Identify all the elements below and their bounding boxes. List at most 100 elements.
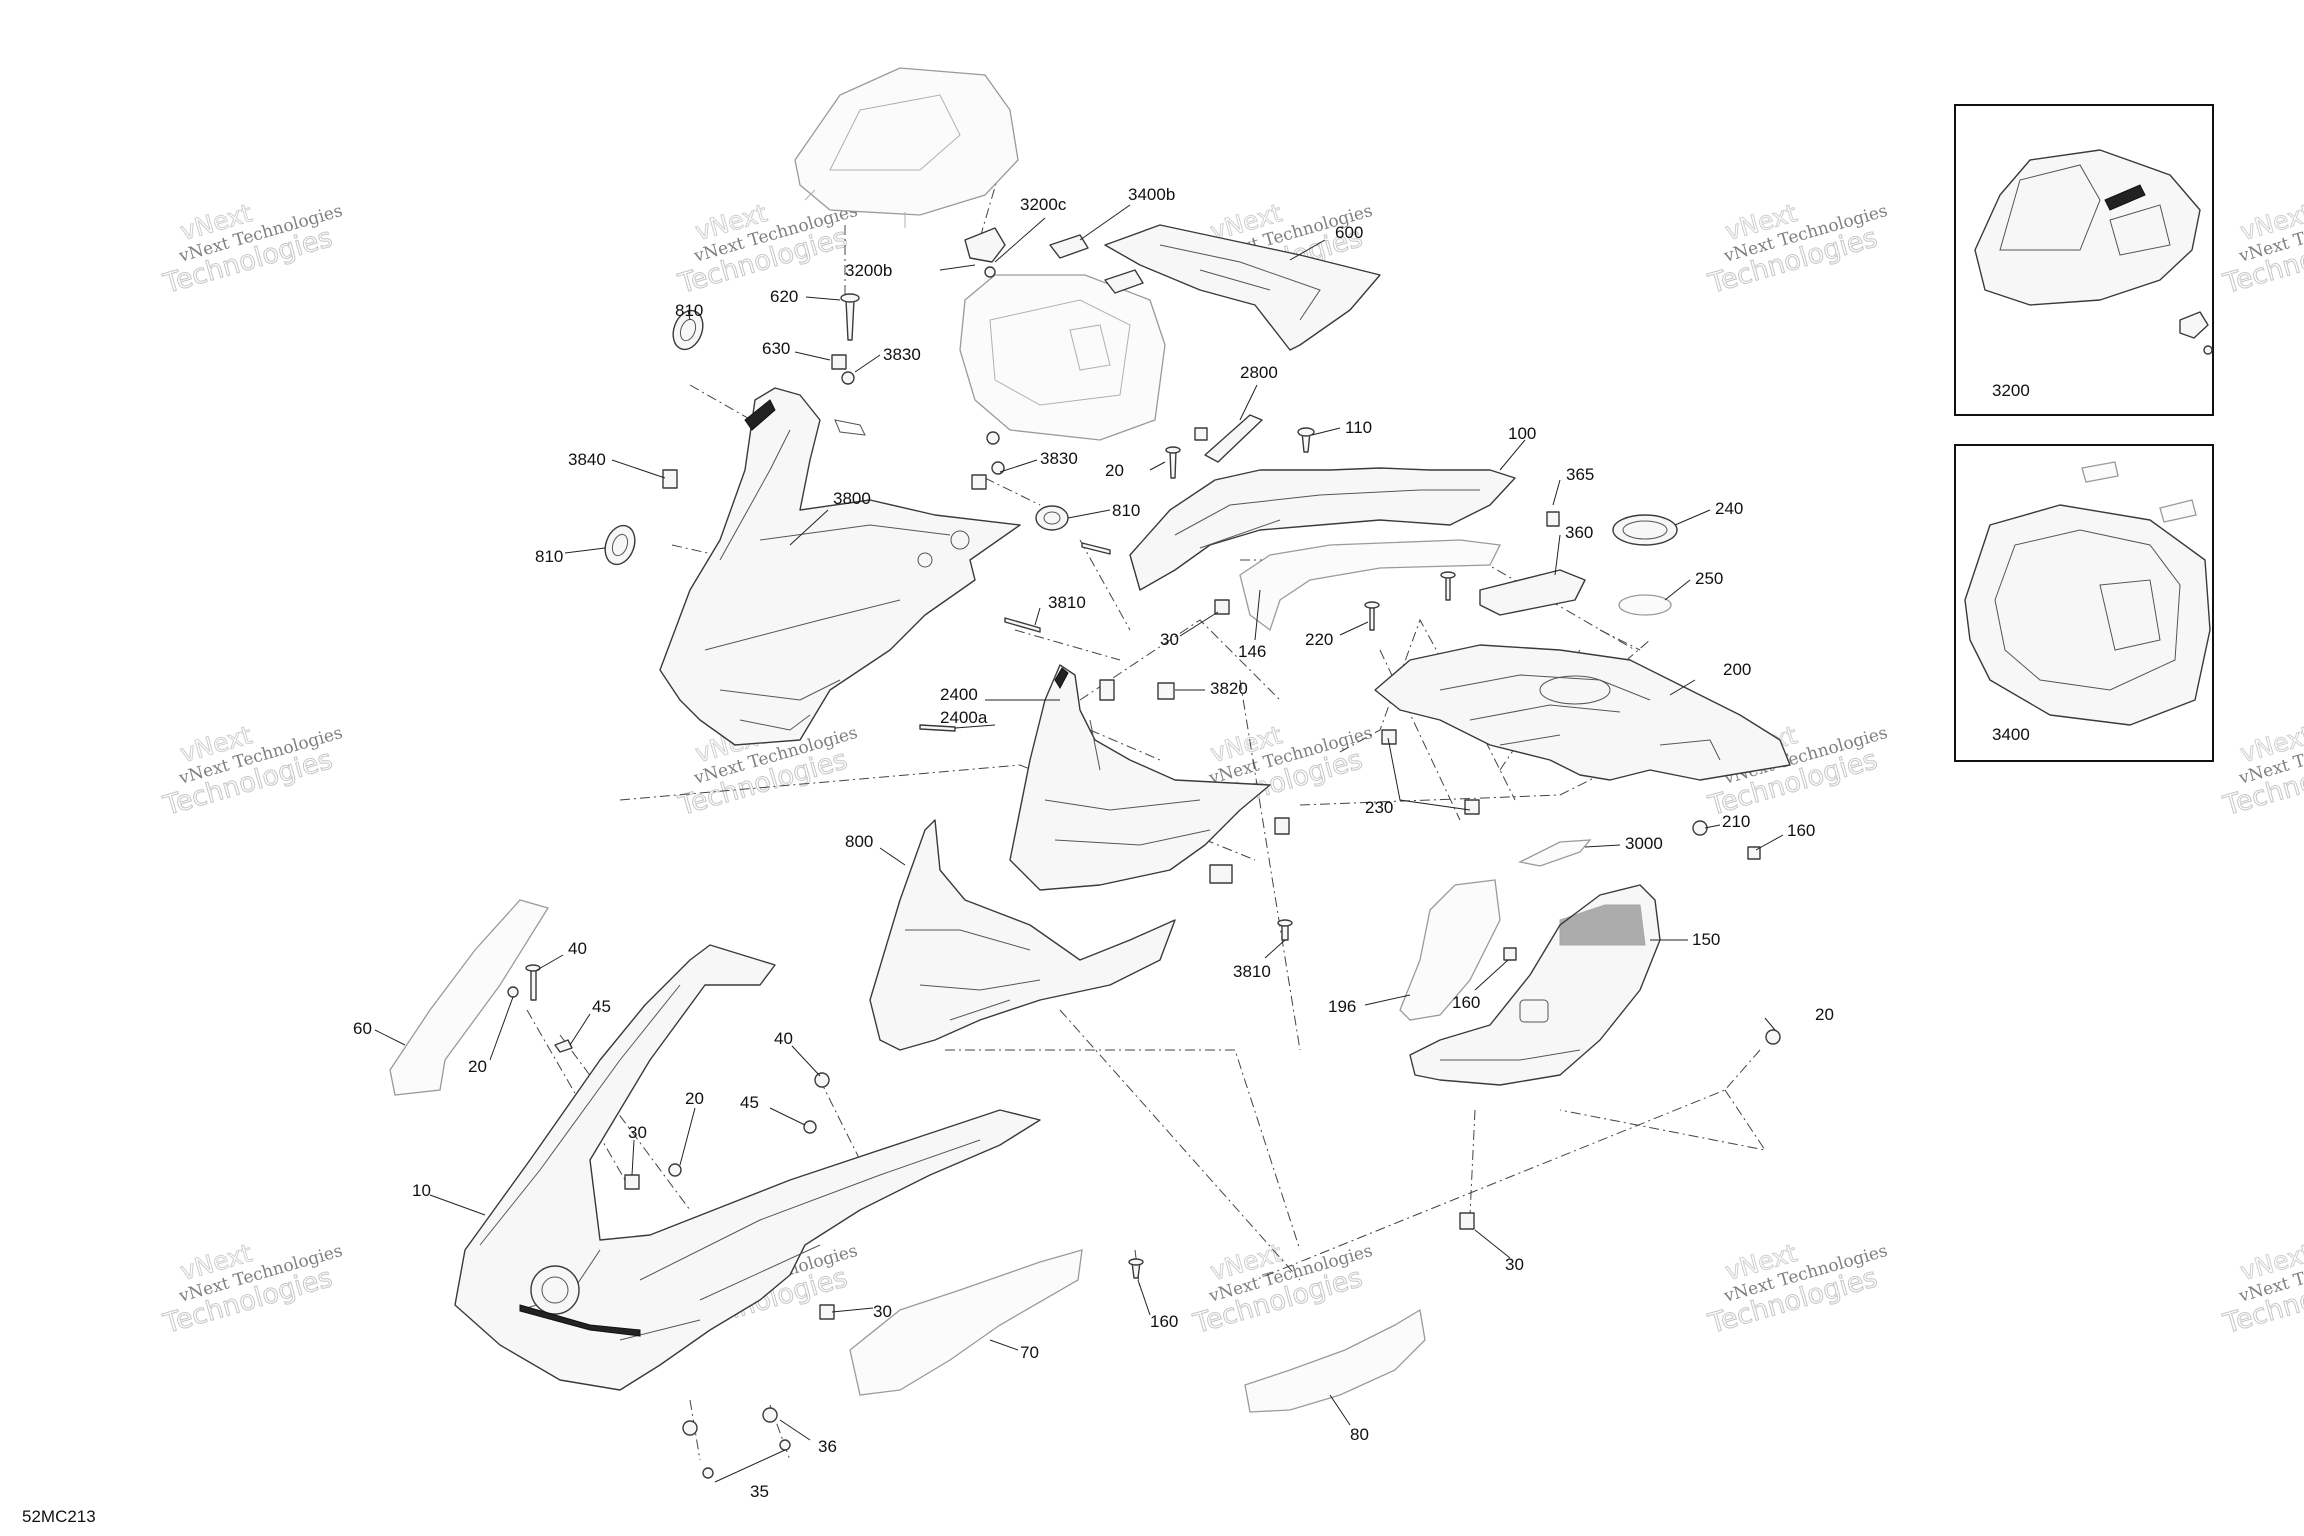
leader: [1664, 579, 1691, 601]
screw-220: [1369, 604, 1375, 631]
leader: [1239, 384, 1258, 421]
washer-45: [803, 1120, 817, 1134]
inset-pad: [2081, 461, 2119, 483]
leader: [1079, 204, 1131, 241]
leader: [1554, 534, 1561, 576]
inset-label-3400: 3400: [1992, 725, 2030, 744]
pad: [1104, 269, 1144, 294]
leader: [805, 296, 841, 301]
clip-3820: [1099, 679, 1115, 701]
nose-outline: [869, 819, 1176, 1051]
leader: [1474, 959, 1509, 991]
clip-3820b: [1157, 682, 1175, 700]
leader: [779, 1419, 811, 1441]
grommet: [672, 309, 704, 351]
callout-196: 196: [1328, 997, 1356, 1016]
rivet-3840: [662, 469, 678, 489]
assembly-line: [526, 1009, 626, 1181]
assembly-line: [1469, 1109, 1476, 1216]
assembly-line: [984, 477, 1041, 506]
nut-210: [1692, 820, 1708, 836]
pads-3400b: [1049, 234, 1144, 294]
clip-30b: [624, 1174, 640, 1190]
callout-10: 10: [412, 1181, 431, 1200]
screw-head: [840, 293, 860, 303]
part-250-gasket: [1618, 594, 1672, 616]
leader: [1764, 1017, 1776, 1031]
leader: [831, 1307, 874, 1313]
nut-35: [779, 1439, 791, 1451]
nut-20: [507, 986, 519, 998]
screw-40: [530, 967, 537, 1001]
inset-pad: [2159, 499, 2197, 523]
clip-3830: [971, 474, 987, 490]
callout-40: 40: [774, 1029, 793, 1048]
leader: [1387, 737, 1471, 811]
callout-810: 810: [1112, 501, 1140, 520]
callout-36: 36: [818, 1437, 837, 1456]
assembly-line: [1559, 1089, 1767, 1151]
callout-2400: 2400: [940, 685, 978, 704]
screw-360: [1445, 574, 1451, 601]
leader-lines: [374, 204, 1784, 1483]
housing-dark-edge: [1054, 667, 1069, 689]
leader: [714, 1449, 786, 1483]
callout-40: 40: [568, 939, 587, 958]
panel-outline: [1104, 224, 1381, 351]
trim: [1399, 879, 1501, 1021]
assembly-line: [1089, 729, 1161, 761]
screw-2400a: [919, 724, 956, 732]
callout-250: 250: [1695, 569, 1723, 588]
callout-2400a: 2400a: [940, 708, 988, 727]
leader: [1364, 994, 1411, 1006]
leader: [1254, 589, 1261, 641]
inset-cover: [1974, 149, 2201, 306]
housing-lines: [1044, 719, 1211, 846]
pad: [389, 899, 550, 1096]
callout-160: 160: [1787, 821, 1815, 840]
part-3200-cover-ghost: [794, 67, 1019, 228]
cowl-outline: [1129, 467, 1516, 591]
cowl-lines: [1174, 489, 1480, 549]
part-60-pad: [389, 899, 550, 1096]
leader: [939, 264, 976, 271]
leader: [879, 847, 906, 866]
clip-2400: [1274, 817, 1290, 835]
callout-3810: 3810: [1048, 593, 1086, 612]
clip-3200b: [964, 227, 1006, 278]
ring-inner: [1622, 520, 1668, 540]
frame-lines: [704, 429, 951, 701]
leader: [1755, 834, 1784, 851]
callout-100: 100: [1508, 424, 1536, 443]
inset-cover-stripe: [2104, 184, 2146, 211]
callout-80: 80: [1350, 1425, 1369, 1444]
callout-160: 160: [1150, 1312, 1178, 1331]
inset-3400-box: 3400: [1954, 444, 2214, 762]
part-196-trim: [1399, 879, 1501, 1021]
part-80-pad: [1244, 1308, 1426, 1413]
leader: [789, 509, 829, 546]
clip-30d: [1459, 1212, 1475, 1230]
leader: [1669, 679, 1696, 696]
bin-inner: [989, 299, 1131, 406]
callout-3830: 3830: [883, 345, 921, 364]
callout-20: 20: [685, 1089, 704, 1108]
assembly-line: [819, 1079, 881, 1201]
clip-body: [964, 227, 1006, 263]
assembly-line: [1339, 618, 1516, 801]
cover-outline: [794, 67, 1019, 216]
callout-360: 360: [1565, 523, 1593, 542]
screw-head: [1277, 919, 1293, 927]
callout-30: 30: [628, 1123, 647, 1142]
callout-3200b: 3200b: [845, 261, 892, 280]
nut-40: [814, 1072, 830, 1088]
callout-60: 60: [353, 1019, 372, 1038]
callout-240: 240: [1715, 499, 1743, 518]
grommet: [1035, 505, 1069, 531]
console-tab: [1659, 739, 1721, 761]
leader: [1499, 439, 1526, 471]
callout-810: 810: [535, 547, 563, 566]
callout-45: 45: [592, 997, 611, 1016]
